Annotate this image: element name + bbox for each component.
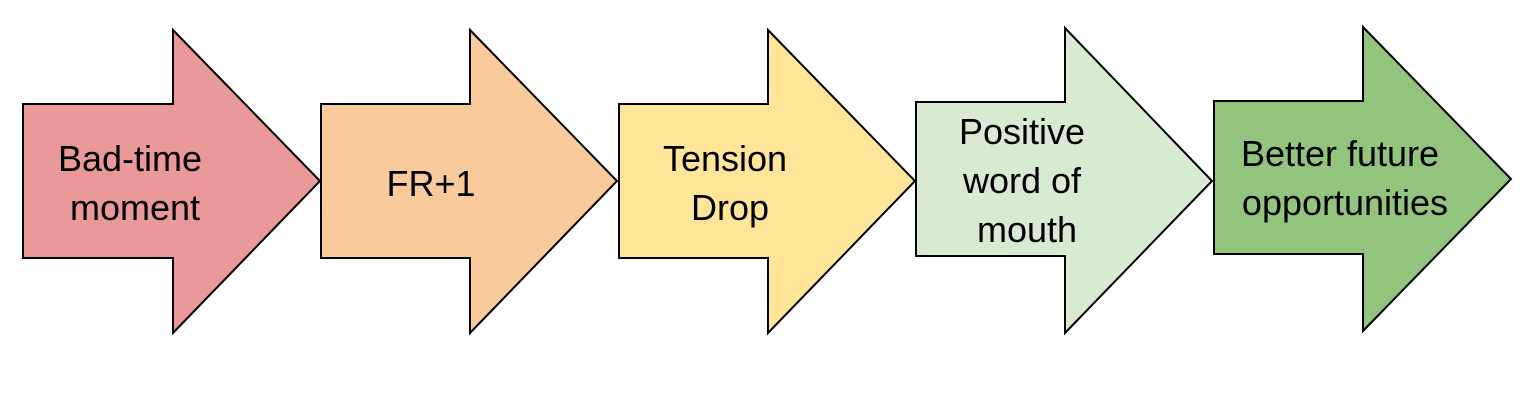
step-1-label-line-2: moment: [70, 187, 200, 228]
step-5-label-line-1: Better future: [1241, 133, 1439, 174]
flow-step-2: FR+1: [320, 27, 619, 336]
step-4-label-line-2: word of: [962, 160, 1082, 201]
step-3-label-line-1: Tension: [663, 138, 787, 179]
arrow-shape-5: [1213, 24, 1513, 334]
flow-step-3: Tension Drop: [618, 27, 917, 336]
step-3-label: Tension Drop: [663, 138, 797, 228]
step-2-label: FR+1: [386, 163, 475, 204]
step-4-label-line-3: mouth: [977, 209, 1077, 250]
arrow-shape-2: [320, 27, 619, 336]
arrow-shape-4: [915, 25, 1214, 336]
flow-step-5: Better future opportunities: [1213, 24, 1513, 334]
arrow-shape-3: [618, 27, 917, 336]
step-1-label-line-1: Bad-time: [58, 138, 202, 179]
step-4-label: Positive word of mouth: [959, 111, 1095, 250]
flow-step-1: Bad-time moment: [22, 27, 322, 336]
step-5-label-line-2: opportunities: [1242, 182, 1448, 223]
step-1-label: Bad-time moment: [58, 138, 212, 228]
arrow-shape-1: [22, 27, 322, 336]
flow-step-4: Positive word of mouth: [915, 25, 1214, 336]
step-2-label-line-1: FR+1: [386, 163, 475, 204]
step-4-label-line-1: Positive: [959, 111, 1085, 152]
step-5-label: Better future opportunities: [1241, 133, 1449, 223]
step-3-label-line-2: Drop: [691, 187, 769, 228]
